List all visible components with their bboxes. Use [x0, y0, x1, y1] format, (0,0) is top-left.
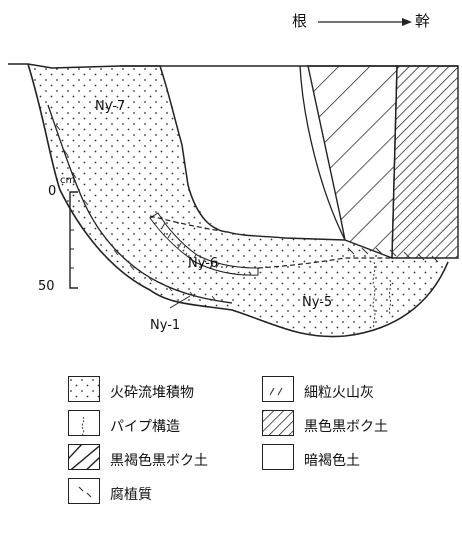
horizon-label-ny1: Ny-1	[150, 318, 181, 333]
fine-ash-band	[149, 212, 259, 276]
legend-label: 細粒火山灰	[304, 385, 374, 401]
legend-label: 黒色黒ボク土	[304, 419, 388, 435]
dense-hatch-icon	[262, 410, 294, 436]
dash-icon	[68, 478, 100, 504]
arrow-head-icon	[402, 18, 412, 26]
pipe-structure-icon	[68, 410, 100, 436]
dark-brown-kuroboku-block	[307, 65, 398, 260]
fine-ash-icon	[262, 376, 294, 402]
legend-label: 腐植質	[110, 487, 152, 503]
sparse-hatch-icon	[68, 444, 100, 470]
direction-to-label: 幹	[415, 12, 431, 30]
scale-tick-zero: 0	[48, 184, 57, 199]
scale-bar	[69, 191, 78, 289]
blank-icon	[262, 444, 294, 470]
scale-tick-fifty: 50	[38, 279, 55, 294]
direction-from-label: 根	[292, 12, 308, 30]
legend-label: 火砕流堆積物	[110, 385, 194, 401]
pit-outline	[27, 63, 449, 338]
legend-label: 黒褐色黒ボク土	[110, 453, 208, 469]
horizon-label-ny6: Ny-6	[188, 256, 219, 271]
horizon-label-ny5: Ny-5	[302, 295, 333, 310]
dots-icon	[68, 376, 100, 402]
pipe-structure	[372, 261, 376, 329]
horizon-label-ny7: Ny-7	[95, 99, 126, 114]
scale-unit-label: cm	[60, 175, 76, 186]
legend-label: 暗褐色土	[304, 453, 360, 469]
black-kuroboku-block	[391, 65, 459, 259]
legend-label: パイプ構造	[110, 419, 180, 435]
